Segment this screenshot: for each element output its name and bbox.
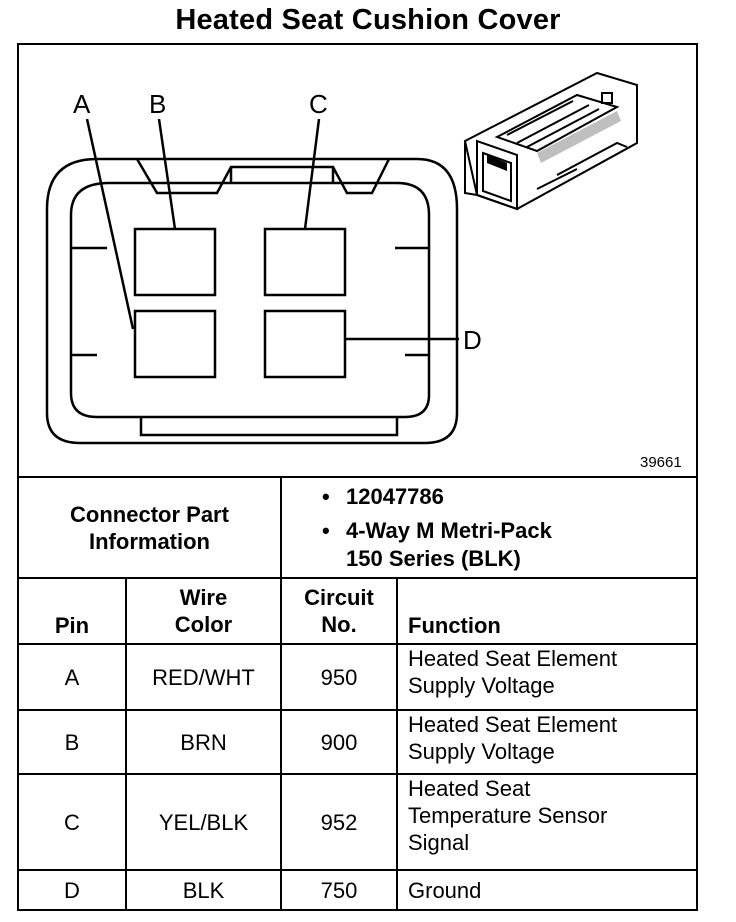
- header-bottom-rule: [17, 643, 698, 645]
- table-row-circuit: 750: [320, 877, 358, 903]
- table-row-pin: B: [64, 729, 80, 755]
- table-row-function: Heated Seat Element Supply Voltage: [408, 646, 618, 698]
- connector-info-label: Connector Part Information: [70, 501, 229, 554]
- table-row-wire-color: BRN: [180, 729, 227, 755]
- table-row-function: Heated Seat Element Supply Voltage: [408, 712, 618, 764]
- header-function: Function: [408, 613, 501, 638]
- table-row-circuit: 952: [320, 809, 358, 835]
- pin-cavity-d: [263, 309, 347, 379]
- leader-line-b: [157, 118, 177, 230]
- row-a-bottom-rule: [17, 709, 698, 711]
- table-row-function: Heated Seat Temperature Sensor Signal: [408, 776, 608, 855]
- pin-cavity-c: [263, 227, 347, 297]
- pin-label-d: D: [463, 325, 482, 355]
- leader-line-c: [303, 118, 321, 230]
- connector-3d-view: [463, 71, 638, 211]
- leader-line-a: [85, 118, 135, 330]
- info-bottom-rule: [17, 577, 698, 579]
- pin-label-c: C: [309, 89, 328, 119]
- connector-diagram: A B C D: [45, 71, 638, 445]
- connector-latch: [135, 158, 391, 195]
- table-row-wire-color: BLK: [182, 877, 225, 903]
- table-row-wire-color: YEL/BLK: [158, 809, 249, 835]
- part-number: • 12047786: [322, 484, 444, 509]
- info-divider: [280, 476, 282, 577]
- page-title: Heated Seat Cushion Cover: [175, 4, 561, 36]
- pin-cavity-b: [133, 227, 217, 297]
- table-row-circuit: 900: [320, 729, 358, 755]
- table-row-pin: D: [64, 877, 80, 903]
- col-divider-3: [396, 577, 398, 911]
- connector-inner-cavity: [69, 181, 431, 419]
- table-row-pin: A: [64, 664, 80, 690]
- col-divider-2: [280, 577, 282, 911]
- col-divider-1: [125, 577, 127, 911]
- connector-outer-shell: [45, 157, 459, 445]
- header-pin: Pin: [54, 613, 90, 638]
- row-b-bottom-rule: [17, 773, 698, 775]
- table-row-function: Ground: [408, 877, 482, 903]
- connector-bottom-step: [139, 417, 399, 437]
- table-row-wire-color: RED/WHT: [152, 664, 255, 690]
- row-c-bottom-rule: [17, 869, 698, 871]
- table-row-pin: C: [64, 809, 80, 835]
- pin-label-a: A: [73, 89, 91, 119]
- pin-cavity-a: [133, 309, 217, 379]
- connector-info-values: • 12047786 • 4-Way M Metri-Pack 150 Seri…: [322, 483, 552, 573]
- header-wire-color: Wire Color: [174, 585, 233, 637]
- table-row-circuit: 950: [320, 664, 358, 690]
- header-circuit: Circuit No.: [304, 585, 374, 637]
- table-top-rule: [17, 476, 698, 478]
- figure-number: 39661: [640, 454, 682, 471]
- pin-label-b: B: [149, 89, 166, 119]
- connector-type: • 4-Way M Metri-Pack 150 Series (BLK): [322, 518, 552, 571]
